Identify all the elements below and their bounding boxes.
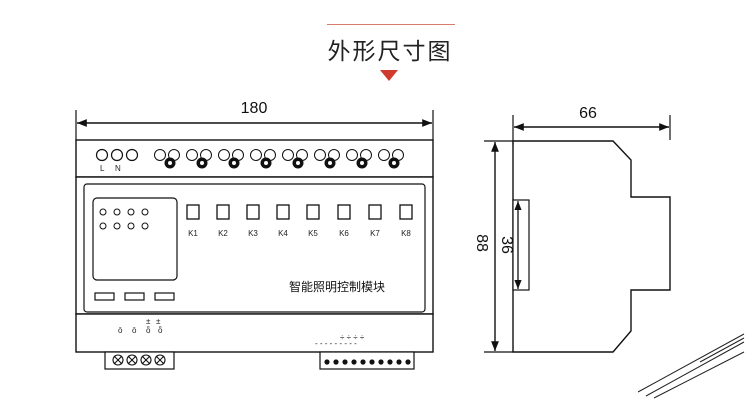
svg-text:±: ± <box>146 317 151 326</box>
key-label-k4: K4 <box>278 229 288 238</box>
key-label-k8: K8 <box>401 229 411 238</box>
svg-text:÷ ÷ ÷ ÷: ÷ ÷ ÷ ÷ <box>340 333 365 342</box>
side-width-label: 66 <box>579 105 597 122</box>
channel-key-labels: K1 K2 K3 K4 K5 K6 K7 K8 <box>188 229 411 238</box>
channel-key <box>186 204 200 220</box>
indicator-leds <box>99 208 149 230</box>
title-decor-line <box>327 24 455 25</box>
terminal-label-n: N <box>115 164 121 173</box>
bottom-terminal-strip <box>75 313 434 353</box>
channel-key <box>276 204 290 220</box>
svg-text:- - - - - - - - -: - - - - - - - - - <box>315 339 357 348</box>
key-label-k7: K7 <box>370 229 380 238</box>
output-terminals <box>154 149 404 169</box>
front-width-label: 180 <box>241 100 268 117</box>
function-button <box>94 292 115 301</box>
front-view: 180 L N <box>75 100 434 370</box>
channel-key <box>337 204 351 220</box>
channel-key <box>399 204 413 220</box>
down-arrow-icon <box>380 70 398 81</box>
input-connector <box>319 351 415 370</box>
svg-text:ō: ō <box>118 326 123 335</box>
channel-key <box>216 204 230 220</box>
svg-text:ȫ: ȫ <box>158 326 163 335</box>
key-label-k1: K1 <box>188 229 198 238</box>
channel-key <box>306 204 320 220</box>
terminal-label-l: L <box>100 164 105 173</box>
rail-label: 36 <box>498 236 515 254</box>
svg-text:ȫ: ȫ <box>146 326 151 335</box>
bus-connector-screws <box>112 354 166 366</box>
svg-text:±: ± <box>156 317 161 326</box>
bottom-right-markings: - - - - - - - - - ÷ ÷ ÷ ÷ <box>315 333 365 348</box>
status-window <box>92 197 178 281</box>
terminal-screw <box>110 148 124 162</box>
height-label: 88 <box>473 234 490 252</box>
product-name: 智能照明控制模块 <box>289 279 385 294</box>
terminal-screw <box>125 148 139 162</box>
corner-decoration <box>637 333 745 399</box>
side-view: 66 88 36 <box>473 105 671 353</box>
terminal-screw <box>95 148 109 162</box>
channel-keys <box>186 204 413 220</box>
key-label-k3: K3 <box>248 229 258 238</box>
function-button <box>154 292 175 301</box>
side-profile-outline <box>512 140 671 353</box>
key-label-k2: K2 <box>218 229 228 238</box>
key-label-k5: K5 <box>308 229 318 238</box>
page-title: 外形尺寸图 <box>327 39 453 65</box>
key-label-k6: K6 <box>339 229 349 238</box>
channel-key <box>368 204 382 220</box>
channel-key <box>246 204 260 220</box>
svg-text:ō: ō <box>132 326 137 335</box>
power-terminals: L N <box>95 148 139 173</box>
input-connector-pins <box>324 359 411 365</box>
function-button <box>124 292 145 301</box>
